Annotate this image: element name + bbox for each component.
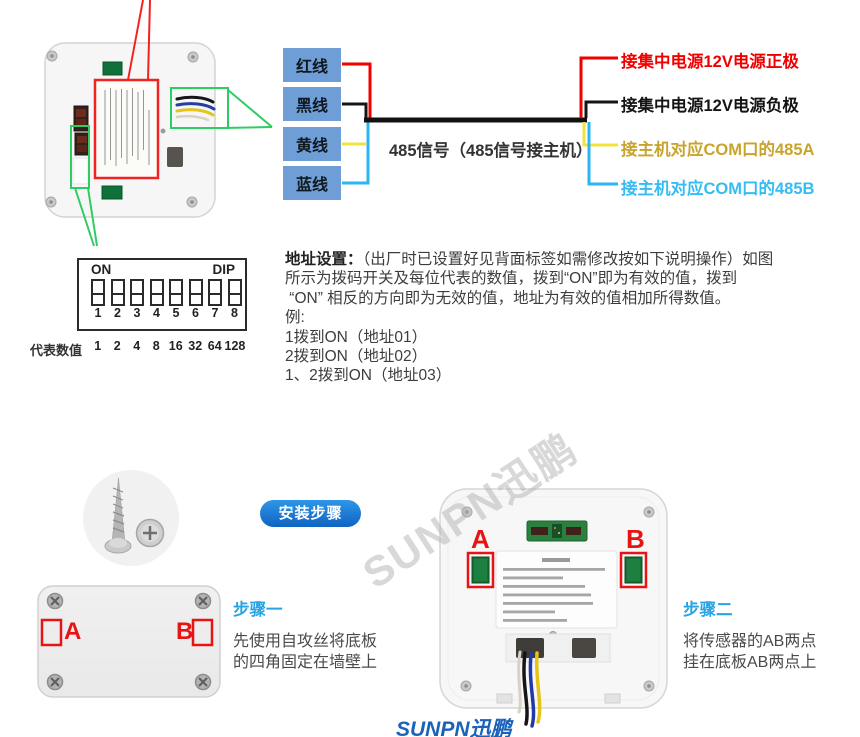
wiring-lines <box>342 56 618 186</box>
cable-exit <box>175 95 216 122</box>
wire-chip-black: 黑线 <box>283 87 341 121</box>
address-line: 1拨到ON（地址01） <box>285 328 428 346</box>
plate-screws <box>46 592 212 691</box>
step1-body: 先使用自攻丝将底板 的四角固定在墙壁上 <box>233 631 377 673</box>
step1-line: 先使用自攻丝将底板 <box>233 633 378 650</box>
connection-485a: 接主机对应COM口的485A <box>621 141 815 159</box>
dip-num: 6 <box>192 306 199 320</box>
address-line: “ON” 相反的方向即为无效的值，地址为有效的值相加所得数值。 <box>285 289 731 307</box>
dip-value: 32 <box>188 339 203 353</box>
step2-body: 将传感器的AB两点 挂在底板AB两点上 <box>683 631 816 673</box>
step1-title: 步骤一 <box>233 601 283 619</box>
device-marker-b: B <box>626 524 645 554</box>
address-line: 例: <box>285 309 305 327</box>
connection-power-positive: 接集中电源12V电源正极 <box>621 53 799 71</box>
wiring-diagram-graphics <box>44 0 618 247</box>
product-nameplate <box>495 550 618 629</box>
plate-point-b-box <box>191 618 214 647</box>
dip-values-row: 1 2 4 8 16 32 64 128 <box>88 339 245 353</box>
side-slot <box>167 147 183 167</box>
bottom-tab <box>604 693 621 704</box>
address-line: 所示为拨码开关及每位代表的数值，拨到“ON”即为有效的值，拨到 <box>285 270 738 288</box>
screw-head-icon <box>135 518 165 548</box>
label-callout-lines <box>127 0 151 81</box>
step1-line: 的四角固定在墙壁上 <box>233 654 378 671</box>
dip-on-label: ON <box>91 262 112 277</box>
dip-switch-hardware <box>72 105 90 185</box>
address-line: （出厂时已设置好见背面标签如需修改按如下说明操作）如图 <box>362 251 774 268</box>
sensor-back-device <box>44 42 216 218</box>
signal-bus-label: 485信号（485信号接主机） <box>389 142 593 160</box>
dip-value: 2 <box>113 339 121 353</box>
dip-num: 4 <box>153 306 160 320</box>
device-marker-a: A <box>471 524 490 554</box>
dip-switch-row <box>79 279 245 306</box>
dip-switch-8 <box>227 279 242 306</box>
sensor-install-device <box>439 488 668 728</box>
hook-point-b <box>619 551 648 589</box>
dip-num: 1 <box>94 306 102 320</box>
dip-value: 8 <box>152 339 160 353</box>
dip-values-caption: 代表数值 <box>30 343 83 358</box>
install-steps-button: 安装步骤 <box>260 500 361 527</box>
dip-switch-5 <box>169 279 183 306</box>
step2-line: 挂在底板AB两点上 <box>683 654 817 671</box>
dip-value: 128 <box>224 339 246 353</box>
brand-logo: SUNPN迅鹏 <box>396 718 512 737</box>
device-label <box>93 78 160 180</box>
dip-value: 4 <box>133 339 141 353</box>
dip-switch-1 <box>91 279 105 306</box>
dip-switch-2 <box>110 279 125 306</box>
screw-hole <box>160 128 166 134</box>
step2-line: 将传感器的AB两点 <box>683 633 817 650</box>
dip-num: 3 <box>133 306 141 320</box>
exit-wires <box>517 650 542 728</box>
address-heading: 地址设置： <box>285 251 363 268</box>
dip-callout <box>70 125 98 247</box>
dip-num: 7 <box>211 306 219 320</box>
screws-photo <box>83 470 179 566</box>
dip-switch-4 <box>149 279 164 306</box>
dip-value: 1 <box>94 339 102 353</box>
address-line: 2拨到ON（地址02） <box>285 348 428 366</box>
dip-switch-7 <box>208 279 222 306</box>
plate-marker-b: B <box>176 618 194 645</box>
install-graphics <box>37 470 668 728</box>
cable-callout <box>170 87 273 129</box>
dip-switch-3 <box>130 279 144 306</box>
address-line: 1、2拨到ON（地址03） <box>285 367 452 385</box>
plate-marker-a: A <box>64 618 82 645</box>
wire-chip-red: 红线 <box>283 48 341 82</box>
dip-num: 8 <box>231 306 238 320</box>
dip-value: 16 <box>168 339 183 353</box>
corner-screws <box>460 506 655 692</box>
wire-chip-yellow: 黄线 <box>283 127 341 161</box>
base-plate <box>37 585 221 698</box>
connection-power-negative: 接集中电源12V电源负极 <box>621 97 799 115</box>
plate-point-a-box <box>40 618 63 647</box>
dip-switch-diagram: ON DIP 1 2 3 4 5 6 7 8 <box>77 258 247 331</box>
bottom-tab <box>496 693 513 704</box>
bottom-connectors <box>505 633 611 663</box>
dip-num: 2 <box>114 306 121 320</box>
dip-dip-label: DIP <box>212 262 235 277</box>
dip-value: 64 <box>207 339 222 353</box>
dip-switch-numbers: 1 2 3 4 5 6 7 8 <box>79 306 245 320</box>
hook-point-a <box>466 551 495 589</box>
dip-switch-6 <box>188 279 203 306</box>
address-settings-text: 地址设置：（出厂时已设置好见背面标签如需修改按如下说明操作）如图 所示为拨码开关… <box>285 250 773 386</box>
dip-num: 5 <box>172 306 180 320</box>
step2-title: 步骤二 <box>683 601 733 619</box>
mount-slots <box>101 61 123 200</box>
wire-chip-blue: 蓝线 <box>283 166 341 200</box>
connection-485b: 接主机对应COM口的485B <box>621 180 815 198</box>
pcb-window <box>526 520 588 542</box>
corner-screws <box>45 50 199 208</box>
